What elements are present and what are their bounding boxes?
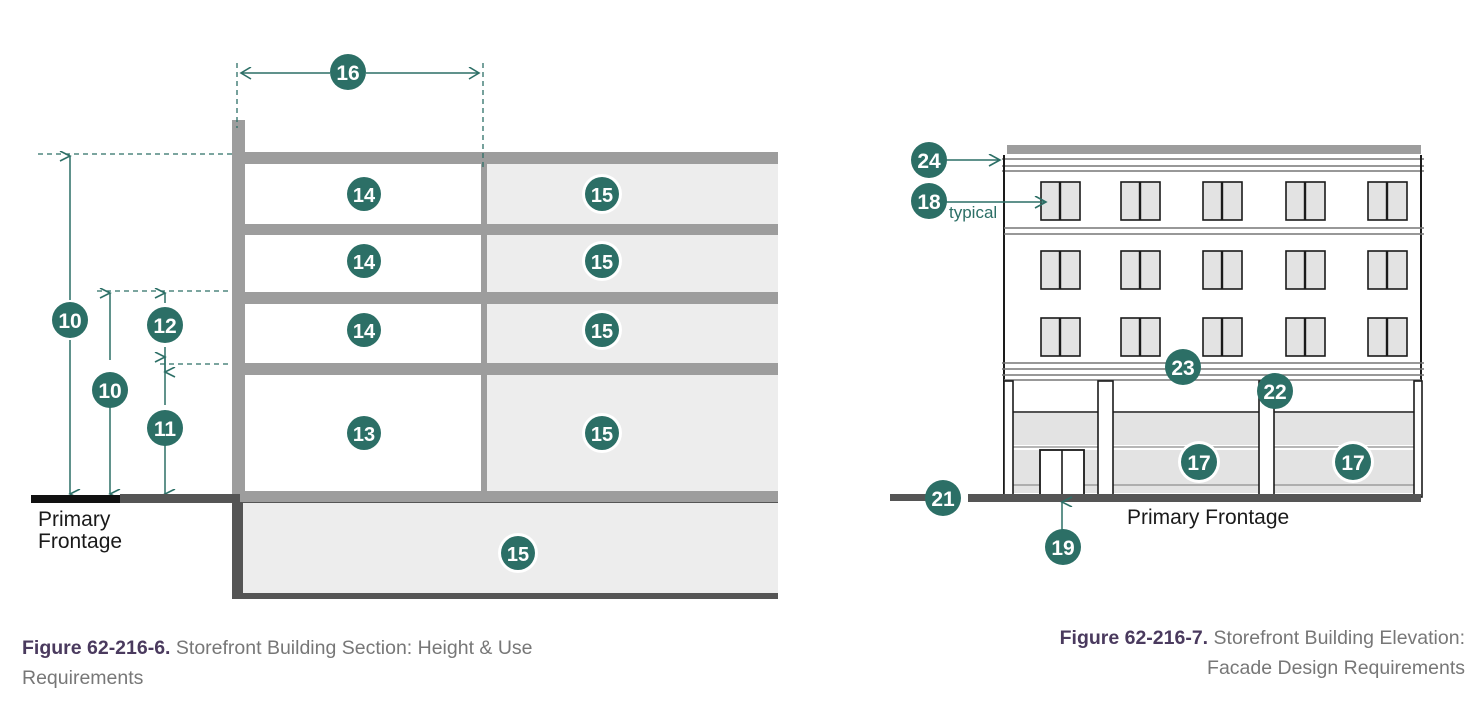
- callout-badge-24[interactable]: 24: [911, 142, 947, 178]
- callout-badge-18[interactable]: 18: [911, 183, 947, 219]
- storefront-cornice: [1002, 362, 1424, 376]
- callout-badge-10-overall[interactable]: 10: [52, 302, 88, 338]
- figure-title-right-line1: Storefront Building Elevation:: [1213, 627, 1465, 649]
- figure-title-left-line1: Storefront Building Section: Height & Us…: [175, 637, 533, 659]
- window: [1040, 181, 1081, 221]
- window: [1202, 317, 1243, 357]
- svg-text:23: 23: [1171, 357, 1194, 380]
- window: [1367, 317, 1408, 357]
- figure-title-right-line2: Facade Design Requirements: [1207, 657, 1465, 679]
- callout-badge-14-floor3[interactable]: 14: [347, 244, 381, 278]
- svg-text:15: 15: [591, 185, 613, 207]
- window: [1040, 317, 1081, 357]
- figure-number-left: Figure 62-216-6.: [22, 637, 171, 659]
- svg-text:17: 17: [1341, 452, 1364, 475]
- callout-badge-13-ground[interactable]: 13: [347, 416, 381, 450]
- callout-badge-19[interactable]: 19: [1045, 529, 1081, 565]
- svg-text:13: 13: [353, 424, 375, 446]
- callout-badge-15-floor4[interactable]: 15: [582, 174, 622, 214]
- ground-line-elevation: [890, 494, 1421, 502]
- callout-badge-21[interactable]: 21: [925, 480, 961, 516]
- svg-text:15: 15: [507, 544, 529, 566]
- svg-text:18: 18: [917, 191, 941, 214]
- callout-badge-15-ground-rear[interactable]: 15: [582, 413, 622, 453]
- figure-caption-right: Figure 62-216-7. Storefront Building Ele…: [905, 623, 1465, 683]
- primary-frontage-label-elevation: Primary Frontage: [1127, 506, 1289, 529]
- svg-text:24: 24: [917, 150, 941, 173]
- window: [1120, 250, 1161, 290]
- svg-text:17: 17: [1187, 452, 1210, 475]
- window: [1285, 181, 1326, 221]
- svg-text:19: 19: [1051, 537, 1074, 560]
- svg-text:22: 22: [1263, 381, 1286, 404]
- pilaster-end-right: [1413, 380, 1423, 498]
- figure-caption-left: Figure 62-216-6. Storefront Building Sec…: [22, 633, 722, 693]
- callout-badge-14-floor2[interactable]: 14: [347, 313, 381, 347]
- callout-badge-17-left[interactable]: 17: [1178, 441, 1220, 483]
- window: [1367, 250, 1408, 290]
- window: [1285, 250, 1326, 290]
- window: [1202, 181, 1243, 221]
- callout-badge-11[interactable]: 11: [147, 410, 183, 446]
- rear-use-zones: [481, 164, 778, 491]
- svg-text:14: 14: [353, 252, 376, 274]
- window: [1120, 181, 1161, 221]
- primary-frontage-label-section: Primary Frontage: [38, 508, 122, 553]
- svg-text:14: 14: [353, 321, 376, 343]
- entrance-door[interactable]: [1039, 449, 1085, 498]
- svg-text:16: 16: [336, 62, 359, 85]
- callout-badge-14-floor4[interactable]: 14: [347, 177, 381, 211]
- svg-text:14: 14: [353, 185, 376, 207]
- window: [1367, 181, 1408, 221]
- depth-dimension-16: [236, 63, 484, 170]
- primary-frontage-line2: Frontage: [38, 530, 122, 553]
- section-callout-badges: 16 10 10 12 11 14 14 14: [52, 54, 622, 573]
- callout-badge-15-floor3[interactable]: 15: [582, 241, 622, 281]
- window: [1040, 250, 1081, 290]
- belt-course-upper: [1004, 227, 1424, 235]
- typical-note: typical: [949, 203, 997, 222]
- callout-badge-16[interactable]: 16: [330, 54, 366, 90]
- callout-badge-15-floor2[interactable]: 15: [582, 310, 622, 350]
- window: [1202, 250, 1243, 290]
- callout-badge-10-upper[interactable]: 10: [92, 372, 128, 408]
- building-section-drawing: [31, 63, 778, 599]
- window: [1285, 317, 1326, 357]
- figure-number-right: Figure 62-216-7.: [1059, 627, 1209, 649]
- upper-story-windows: [1040, 181, 1408, 357]
- svg-text:21: 21: [931, 488, 955, 511]
- svg-text:12: 12: [153, 315, 176, 338]
- pilaster-end-left: [1003, 380, 1014, 498]
- window: [1120, 317, 1161, 357]
- callout-badge-23[interactable]: 23: [1165, 349, 1201, 385]
- floor-slabs: [232, 120, 778, 502]
- svg-text:10: 10: [58, 310, 81, 333]
- pilaster: [1097, 380, 1114, 498]
- svg-text:15: 15: [591, 252, 613, 274]
- callout-badge-17-right[interactable]: 17: [1332, 441, 1374, 483]
- callout-badge-15-basement[interactable]: 15: [498, 533, 538, 573]
- svg-text:11: 11: [154, 418, 177, 441]
- svg-text:10: 10: [98, 380, 121, 403]
- ground-line-section: [31, 494, 240, 503]
- figure-title-left-line2: Requirements: [22, 667, 144, 689]
- callout-badge-22[interactable]: 22: [1257, 373, 1293, 409]
- cornice: [1002, 145, 1424, 172]
- svg-text:15: 15: [591, 321, 613, 343]
- primary-frontage-line1: Primary: [38, 508, 111, 531]
- svg-text:15: 15: [591, 424, 613, 446]
- elevation-callout-badges: 24 18 23 22 17 17 19 21: [911, 142, 1374, 565]
- callout-badge-12[interactable]: 12: [147, 307, 183, 343]
